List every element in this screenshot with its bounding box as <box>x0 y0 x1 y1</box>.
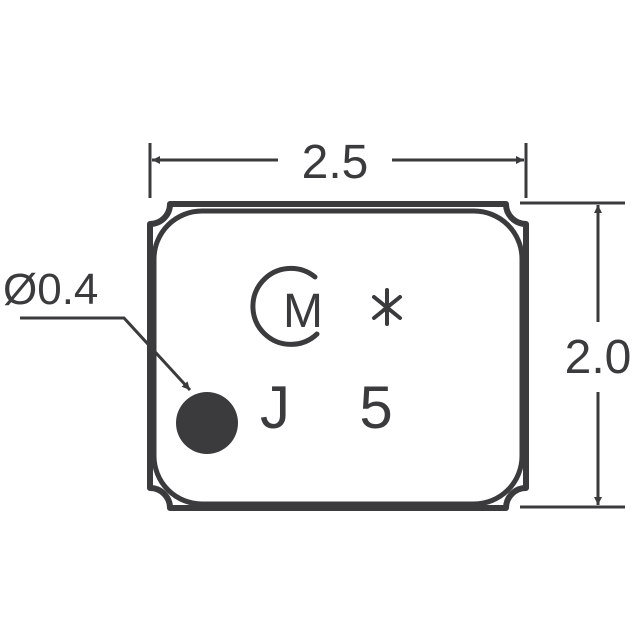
height-label: 2.0 <box>565 331 632 384</box>
package-lid <box>151 208 525 507</box>
dot-leader-line <box>20 316 192 392</box>
cm-logo: M <box>250 265 323 347</box>
asterisk-mark <box>372 288 402 326</box>
marking-j: J <box>260 374 290 441</box>
pin1-dot <box>176 392 238 454</box>
marking-5: 5 <box>359 374 392 441</box>
dot-diameter-label: Ø0.4 <box>3 265 98 314</box>
logo-letter: M <box>283 285 323 338</box>
width-label: 2.5 <box>302 136 369 189</box>
package-outline <box>147 201 529 511</box>
